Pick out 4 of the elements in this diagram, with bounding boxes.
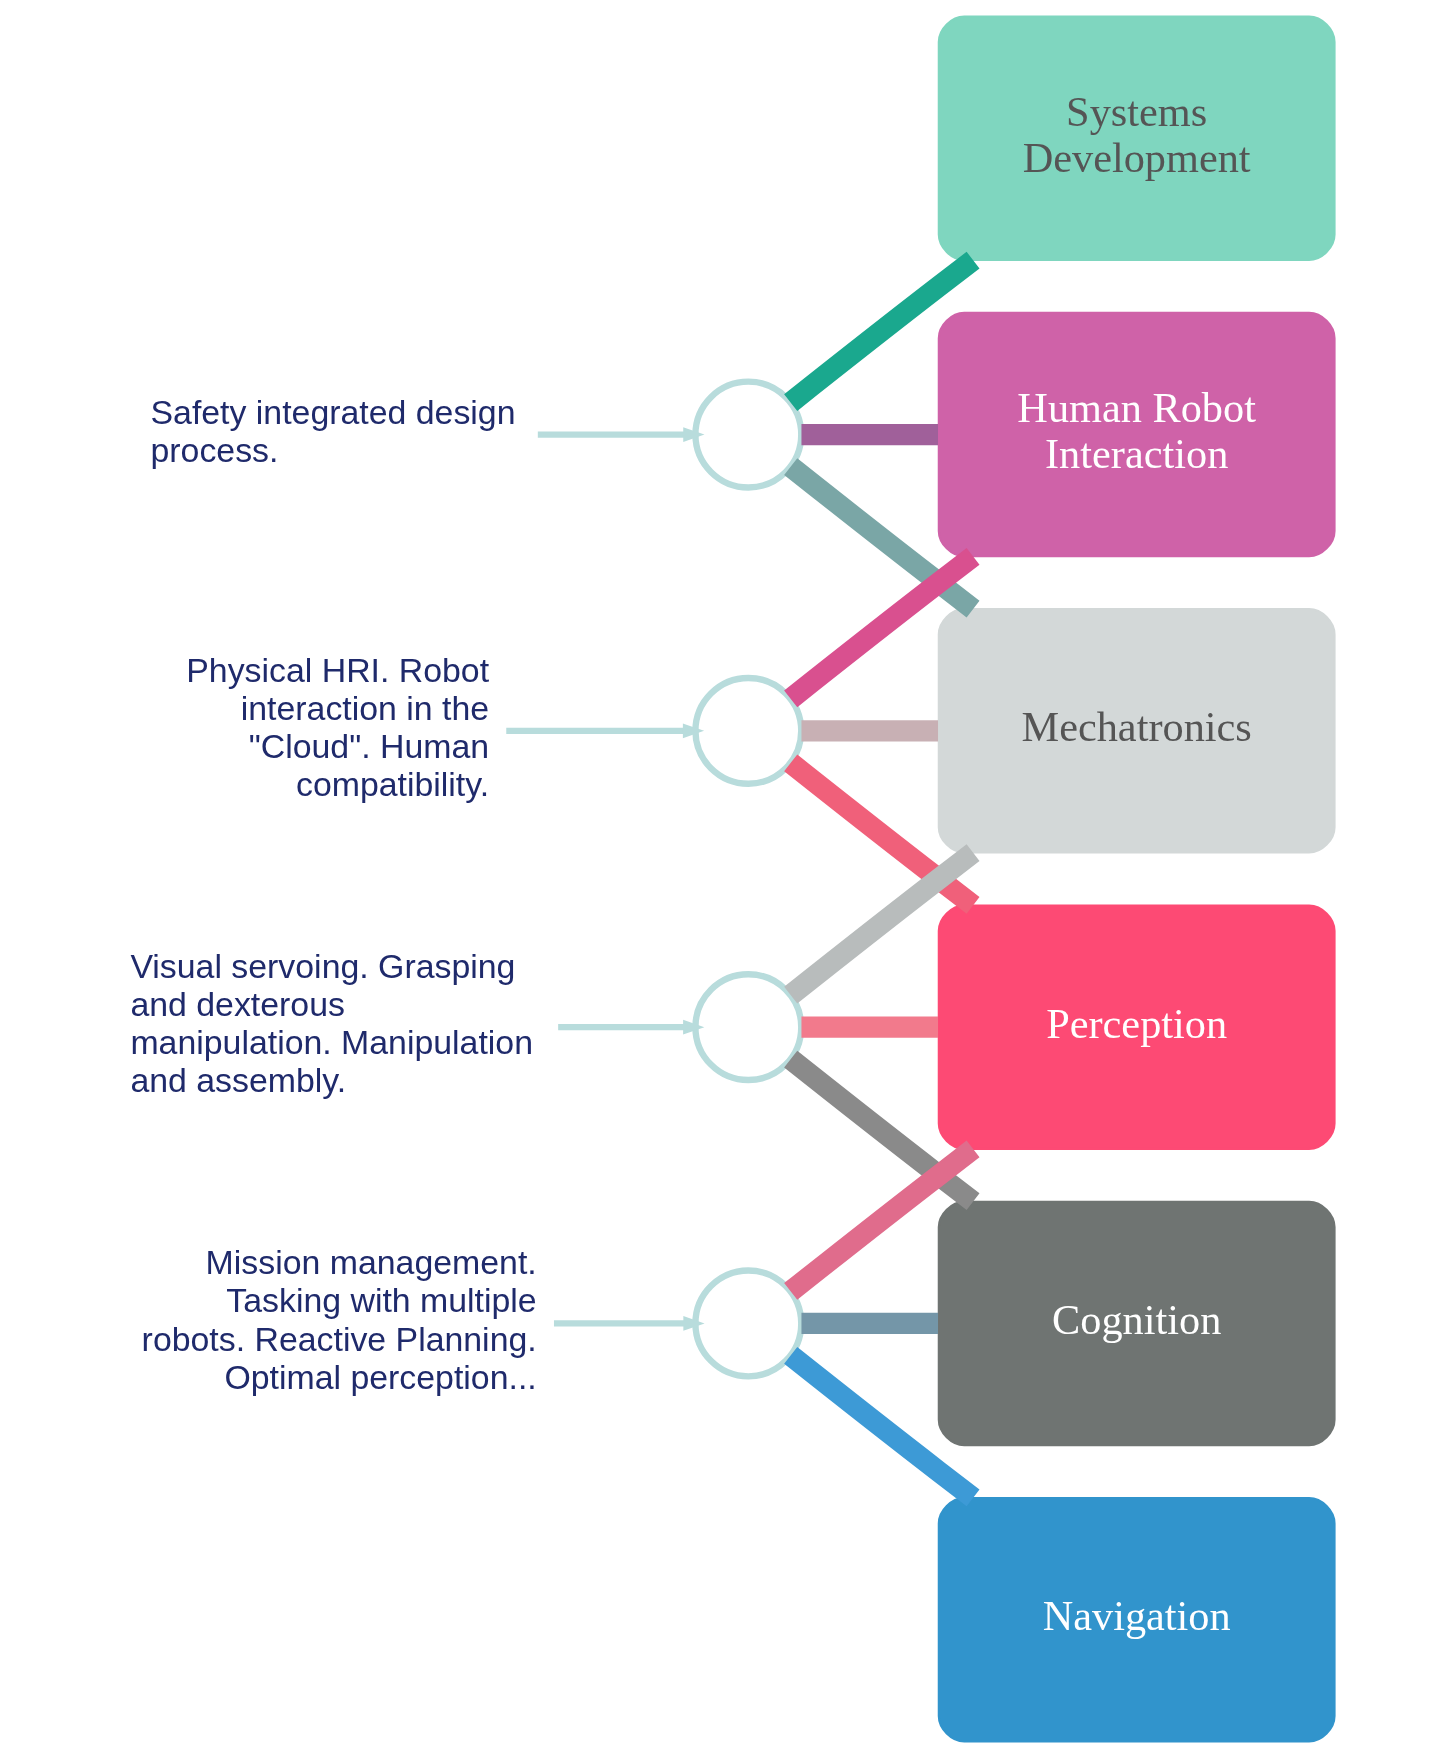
node-text: Physical HRI. Robot interaction in the "Cloud". Human compatibility. xyxy=(186,650,490,804)
node-text: Mission management. Tasking with multiple robots. Reactive Planning. Optimal perception... xyxy=(141,1243,537,1396)
node-text: Safety integrated design process. xyxy=(150,392,516,469)
node-text: Visual servoing. Grasping and dexterous manipulation. Manipulation and assembly. xyxy=(130,947,534,1100)
